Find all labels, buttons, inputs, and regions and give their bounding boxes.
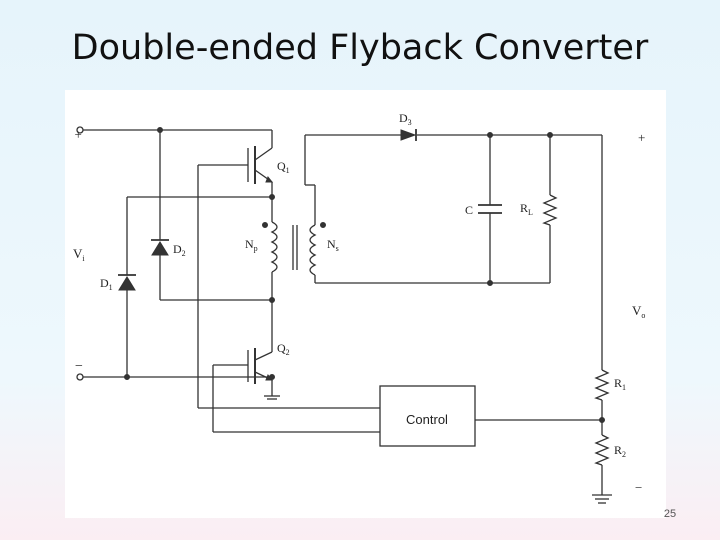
circuit-diagram: + − + − D3 Q1 D2 D1 Np Ns Vi C RL Q2 Vo … <box>65 90 666 518</box>
q2-label: Q2 <box>277 341 290 357</box>
d2-diode <box>151 241 169 256</box>
c-label: C <box>465 203 473 217</box>
d3-label: D3 <box>399 111 412 127</box>
control-label: Control <box>406 412 448 427</box>
secondary-winding <box>309 224 317 276</box>
r2-label: R2 <box>614 443 626 459</box>
np-label: Np <box>245 237 258 253</box>
rl-label: RL <box>520 201 533 217</box>
slide-title: Double-ended Flyback Converter <box>71 28 649 68</box>
primary-winding <box>270 221 278 273</box>
slide-number: 25 <box>663 508 677 520</box>
r1-resistor <box>594 369 610 401</box>
d2-label: D2 <box>173 242 186 258</box>
d3-diode <box>400 129 417 141</box>
vo-label: Vo <box>632 303 645 320</box>
d1-label: D1 <box>100 276 113 292</box>
flyback-schematic: + − + − D3 Q1 D2 D1 Np Ns Vi C RL Q2 Vo … <box>71 111 645 504</box>
primary-dot <box>262 222 268 228</box>
r2-resistor <box>594 434 610 466</box>
output-minus-label: − <box>635 480 642 495</box>
input-minus-label: − <box>75 359 83 374</box>
input-plus-label: + <box>71 131 86 138</box>
output-plus-label: + <box>638 130 645 145</box>
q1-label: Q1 <box>277 159 290 175</box>
d1-diode <box>118 276 136 291</box>
input-minus-terminal <box>76 373 84 381</box>
control-block <box>379 385 476 447</box>
ns-label: Ns <box>327 237 339 253</box>
secondary-dot <box>320 222 326 228</box>
r1-label: R1 <box>614 376 626 392</box>
vi-label: Vi <box>73 246 85 263</box>
